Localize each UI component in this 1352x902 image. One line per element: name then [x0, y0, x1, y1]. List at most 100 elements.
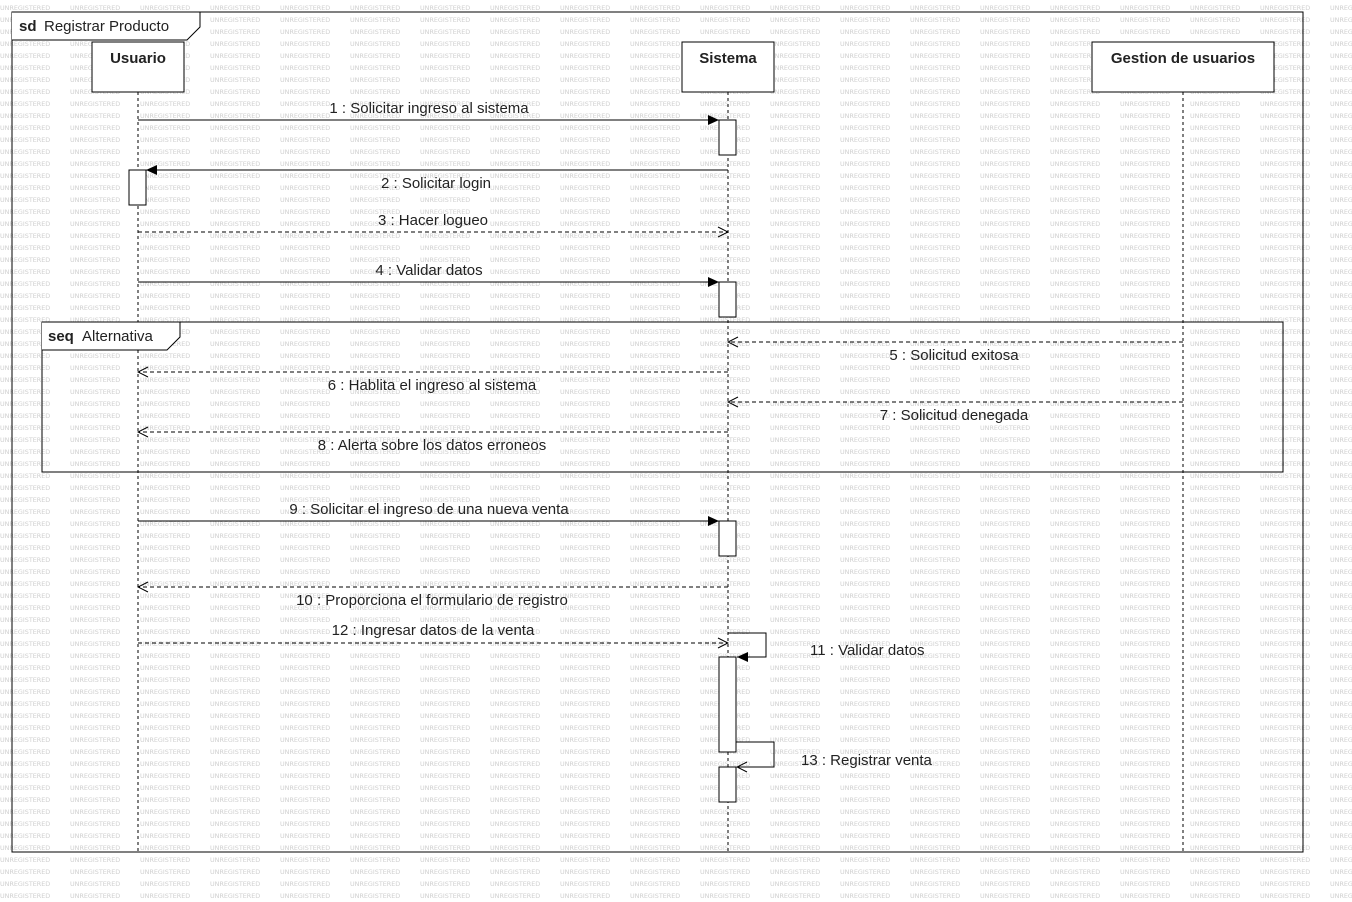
- watermark-text: UNREGISTERED: [490, 88, 540, 96]
- message-1[interactable]: 1 : Solicitar ingreso al sistema: [138, 100, 719, 125]
- watermark-text: UNREGISTERED: [980, 136, 1030, 144]
- watermark-text: UNREGISTERED: [980, 676, 1030, 684]
- watermark-text: UNREGISTERED: [1260, 280, 1310, 288]
- watermark-text: UNREGISTERED: [1190, 340, 1240, 348]
- watermark-text: UNREGISTERED: [420, 508, 470, 516]
- watermark-text: UNREGISTERED: [560, 520, 610, 528]
- message-8[interactable]: 8 : Alerta sobre los datos erroneos: [138, 432, 728, 454]
- watermark-text: UNREGISTERED: [630, 748, 680, 756]
- watermark-text: UNREGISTERED: [420, 652, 470, 660]
- watermark-text: UNREGISTERED: [630, 664, 680, 672]
- watermark-text: UNREGISTERED: [420, 172, 470, 180]
- watermark-text: UNREGISTERED: [1260, 784, 1310, 792]
- watermark-text: UNREGISTERED: [700, 604, 750, 612]
- watermark-text: UNREGISTERED: [1190, 232, 1240, 240]
- watermark-text: UNREGISTERED: [1330, 40, 1352, 48]
- message-6[interactable]: 6 : Hablita el ingreso al sistema: [138, 372, 728, 394]
- watermark-text: UNREGISTERED: [560, 124, 610, 132]
- watermark-text: UNREGISTERED: [700, 100, 750, 108]
- watermark-text: UNREGISTERED: [700, 400, 750, 408]
- watermark-text: UNREGISTERED: [980, 772, 1030, 780]
- watermark-text: UNREGISTERED: [490, 460, 540, 468]
- watermark-text: UNREGISTERED: [210, 736, 260, 744]
- watermark-text: UNREGISTERED: [0, 160, 50, 168]
- watermark-text: UNREGISTERED: [280, 16, 330, 24]
- watermark-text: UNREGISTERED: [1050, 532, 1100, 540]
- watermark-text: UNREGISTERED: [980, 532, 1030, 540]
- message-9-label: 9 : Solicitar el ingreso de una nueva ve…: [289, 501, 569, 518]
- watermark-text: UNREGISTERED: [210, 376, 260, 384]
- watermark-text: UNREGISTERED: [70, 724, 120, 732]
- watermark-text: UNREGISTERED: [630, 40, 680, 48]
- message-2[interactable]: 2 : Solicitar login: [146, 165, 728, 192]
- message-7[interactable]: 7 : Solicitud denegada: [728, 402, 1183, 424]
- watermark-text: UNREGISTERED: [350, 268, 400, 276]
- watermark-text: UNREGISTERED: [0, 364, 50, 372]
- message-4[interactable]: 4 : Validar datos: [138, 262, 719, 287]
- watermark-text: UNREGISTERED: [140, 280, 190, 288]
- watermark-text: UNREGISTERED: [560, 412, 610, 420]
- watermark-text: UNREGISTERED: [840, 136, 890, 144]
- watermark-text: UNREGISTERED: [70, 148, 120, 156]
- watermark-text: UNREGISTERED: [910, 316, 960, 324]
- watermark-text: UNREGISTERED: [840, 88, 890, 96]
- watermark-text: UNREGISTERED: [280, 664, 330, 672]
- watermark-text: UNREGISTERED: [840, 808, 890, 816]
- message-9[interactable]: 9 : Solicitar el ingreso de una nueva ve…: [138, 501, 719, 526]
- watermark-text: UNREGISTERED: [770, 4, 820, 12]
- message-2-label: 2 : Solicitar login: [381, 175, 491, 192]
- watermark-text: UNREGISTERED: [490, 292, 540, 300]
- watermark-text: UNREGISTERED: [210, 640, 260, 648]
- watermark-text: UNREGISTERED: [560, 568, 610, 576]
- message-11-self[interactable]: 11 : Validar datos: [728, 632, 925, 662]
- watermark-text: UNREGISTERED: [350, 112, 400, 120]
- watermark-text: UNREGISTERED: [0, 196, 50, 204]
- watermark-text: UNREGISTERED: [350, 292, 400, 300]
- watermark-text: UNREGISTERED: [560, 784, 610, 792]
- watermark-text: UNREGISTERED: [1260, 688, 1310, 696]
- watermark-text: UNREGISTERED: [630, 52, 680, 60]
- watermark-text: UNREGISTERED: [1330, 616, 1352, 624]
- watermark-text: UNREGISTERED: [1190, 772, 1240, 780]
- watermark-text: UNREGISTERED: [490, 436, 540, 444]
- watermark-text: UNREGISTERED: [280, 424, 330, 432]
- watermark-text: UNREGISTERED: [560, 244, 610, 252]
- watermark-text: UNREGISTERED: [700, 424, 750, 432]
- watermark-text: UNREGISTERED: [140, 232, 190, 240]
- watermark-text: UNREGISTERED: [350, 4, 400, 12]
- message-13-self[interactable]: 13 : Registrar venta: [736, 741, 933, 769]
- watermark-text: UNREGISTERED: [840, 616, 890, 624]
- watermark-text: UNREGISTERED: [490, 388, 540, 396]
- watermark-text: UNREGISTERED: [1120, 412, 1170, 420]
- watermark-text: UNREGISTERED: [140, 844, 190, 852]
- watermark-text: UNREGISTERED: [630, 544, 680, 552]
- watermark-text: UNREGISTERED: [1120, 616, 1170, 624]
- watermark-text: UNREGISTERED: [1260, 304, 1310, 312]
- watermark-text: UNREGISTERED: [700, 616, 750, 624]
- watermark-text: UNREGISTERED: [630, 808, 680, 816]
- watermark-text: UNREGISTERED: [1190, 280, 1240, 288]
- watermark-text: UNREGISTERED: [1050, 652, 1100, 660]
- message-5[interactable]: 5 : Solicitud exitosa: [728, 342, 1183, 364]
- message-10[interactable]: 10 : Proporciona el formulario de regist…: [138, 587, 728, 609]
- watermark-text: UNREGISTERED: [980, 124, 1030, 132]
- watermark-text: UNREGISTERED: [0, 412, 50, 420]
- watermark-text: UNREGISTERED: [560, 448, 610, 456]
- watermark-text: UNREGISTERED: [770, 844, 820, 852]
- message-12[interactable]: 12 : Ingresar datos de la venta: [138, 622, 728, 643]
- watermark-text: UNREGISTERED: [630, 388, 680, 396]
- lifeline-gestion-de-usuarios[interactable]: Gestion de usuarios: [1091, 41, 1275, 852]
- watermark-text: UNREGISTERED: [350, 352, 400, 360]
- watermark-text: UNREGISTERED: [1330, 196, 1352, 204]
- watermark-text: UNREGISTERED: [420, 376, 470, 384]
- watermark-text: UNREGISTERED: [0, 832, 50, 840]
- watermark-text: UNREGISTERED: [350, 412, 400, 420]
- watermark-text: UNREGISTERED: [350, 124, 400, 132]
- watermark-text: UNREGISTERED: [210, 364, 260, 372]
- watermark-text: UNREGISTERED: [0, 712, 50, 720]
- message-3[interactable]: 3 : Hacer logueo: [138, 212, 728, 232]
- lifeline-usuario[interactable]: Usuario: [91, 41, 185, 852]
- watermark-text: UNREGISTERED: [280, 220, 330, 228]
- watermark-text: UNREGISTERED: [280, 280, 330, 288]
- watermark-text: UNREGISTERED: [630, 880, 680, 888]
